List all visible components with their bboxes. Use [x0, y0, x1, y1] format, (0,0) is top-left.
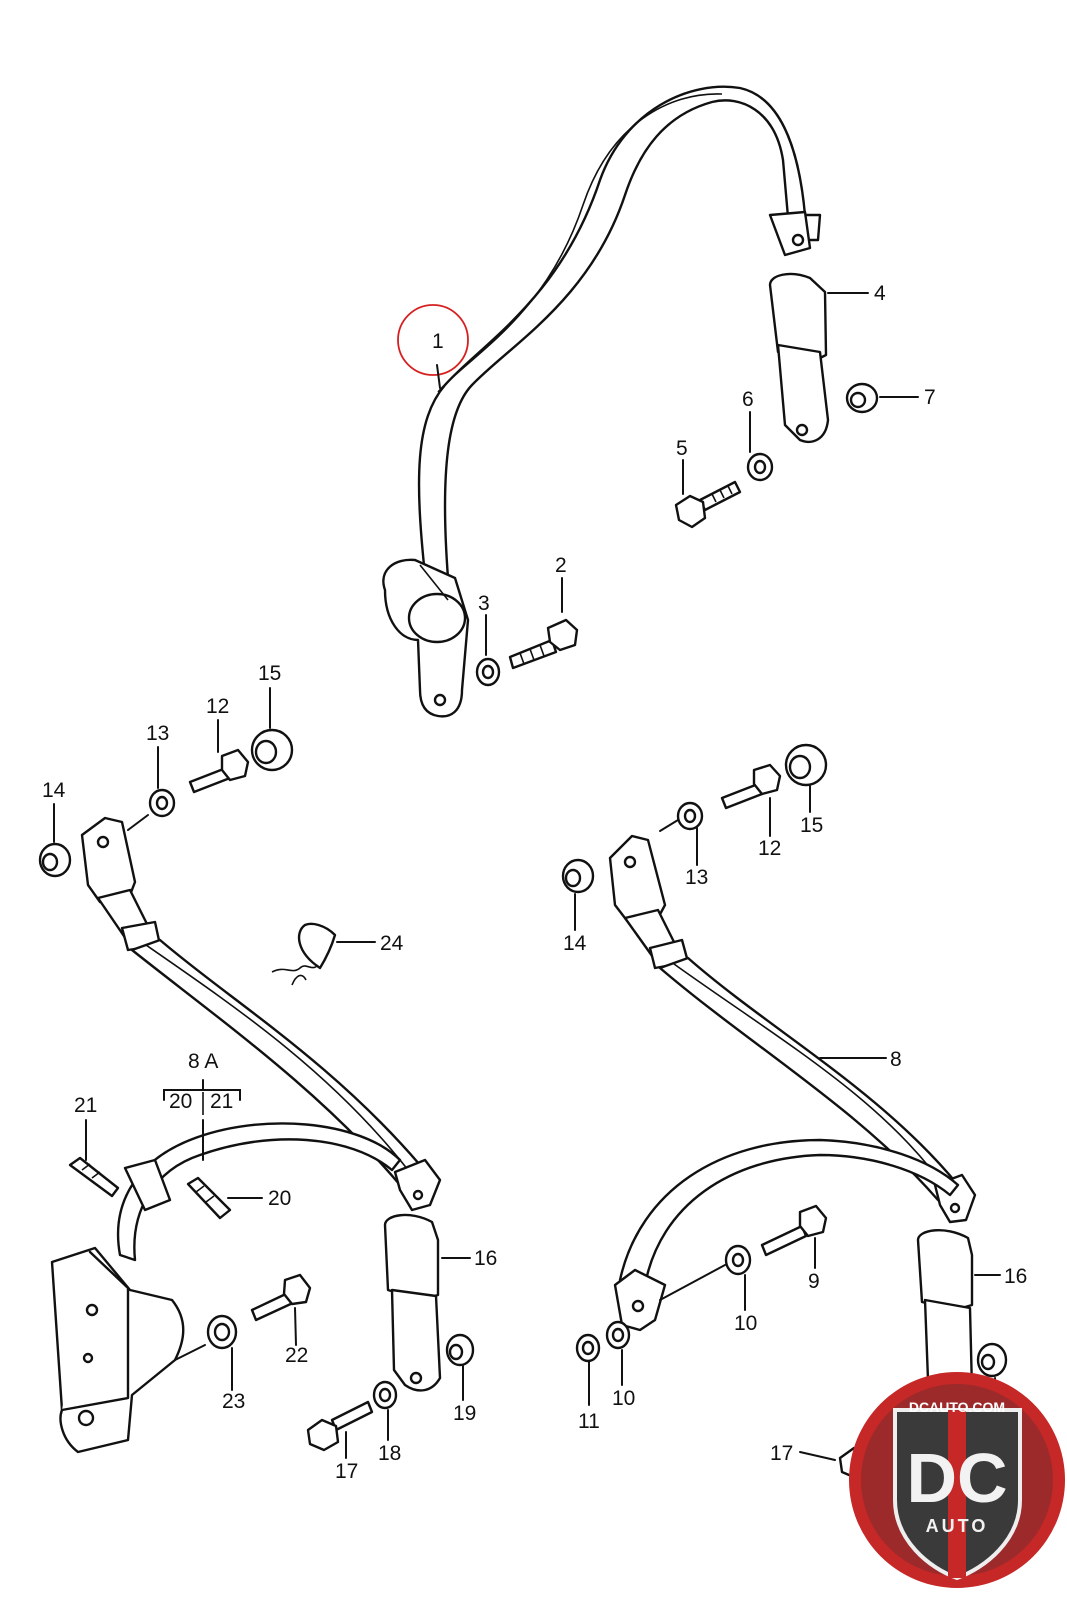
washer-part-6[interactable]	[746, 452, 774, 482]
callout-10-upper: 10	[734, 1312, 757, 1335]
callout-14-left: 14	[42, 779, 66, 802]
callout-14-right: 14	[563, 932, 587, 955]
callout-24: 24	[380, 932, 404, 955]
callout-8a: 8 A	[188, 1050, 218, 1073]
bolt-part-12-right[interactable]	[720, 763, 782, 810]
retractor-left[interactable]	[50, 1122, 402, 1454]
callout-16-right: 16	[1004, 1265, 1027, 1288]
spacer-part-15-right[interactable]	[784, 743, 828, 787]
callout-5: 5	[676, 437, 688, 460]
callout-10-lower: 10	[612, 1387, 635, 1410]
callout-7: 7	[924, 386, 936, 409]
washer-part-18-left[interactable]	[372, 1380, 398, 1410]
callout-15-right: 15	[800, 814, 823, 837]
callout-6: 6	[742, 388, 754, 411]
shoulder-belt-part-1[interactable]	[382, 85, 822, 718]
buckle-tongue-part-4[interactable]	[768, 272, 830, 443]
callout-20: 20	[268, 1187, 291, 1210]
callout-labels: 1 2 3 4 5 6 7 14 13 12 15 24 8 A 20 21 2…	[42, 282, 1027, 1483]
callout-15-left: 15	[258, 662, 281, 685]
callout-8: 8	[890, 1048, 902, 1071]
watermark-letters: DC	[906, 1439, 1007, 1517]
lap-belt-left[interactable]	[80, 816, 442, 1212]
bolt-part-22[interactable]	[250, 1273, 312, 1322]
callout-18-left: 18	[378, 1442, 401, 1465]
bolt-part-2[interactable]	[508, 618, 579, 670]
spacer-part-14-left[interactable]	[38, 842, 72, 878]
tag-part-24[interactable]	[271, 922, 337, 986]
bolt-part-12-left[interactable]	[188, 748, 250, 794]
callout-19-left: 19	[453, 1402, 476, 1425]
buckle-part-16-left[interactable]	[383, 1213, 442, 1392]
washer-part-11[interactable]	[575, 1333, 601, 1363]
clip-part-20[interactable]	[186, 1176, 232, 1220]
callout-16-left: 16	[474, 1247, 497, 1270]
watermark-site: DCAUTO.COM	[909, 1399, 1005, 1415]
washer-part-3[interactable]	[475, 657, 501, 687]
bolt-part-17-left[interactable]	[306, 1400, 374, 1452]
callout-17-left: 17	[335, 1460, 358, 1483]
callout-17-right: 17	[770, 1442, 793, 1465]
watermark-sub: AUTO	[926, 1516, 989, 1536]
clip-part-21[interactable]	[68, 1156, 120, 1198]
highlight-circle	[397, 304, 469, 376]
callout-13-left: 13	[146, 722, 169, 745]
callout-8a-20: 20	[169, 1090, 192, 1113]
bolt-part-9[interactable]	[760, 1204, 828, 1257]
spacer-part-15-left[interactable]	[250, 728, 294, 772]
callout-2: 2	[555, 554, 567, 577]
dcauto-watermark-logo: DCAUTO.COM DC AUTO	[849, 1372, 1065, 1588]
washer-part-13-left[interactable]	[148, 788, 176, 818]
callout-8a-21: 21	[210, 1090, 233, 1113]
spacer-part-19-left[interactable]	[445, 1333, 475, 1367]
callout-1: 1	[432, 330, 444, 353]
callout-4: 4	[874, 282, 886, 305]
spacer-part-7[interactable]	[845, 382, 879, 414]
callout-22: 22	[285, 1344, 308, 1367]
callout-11: 11	[578, 1410, 600, 1433]
callout-9: 9	[808, 1270, 820, 1293]
callout-23: 23	[222, 1390, 245, 1413]
callout-12-left: 12	[206, 695, 229, 718]
callout-12-right: 12	[758, 837, 781, 860]
callout-21: 21	[74, 1094, 97, 1117]
washer-part-13-right[interactable]	[676, 801, 704, 831]
washer-part-23[interactable]	[206, 1314, 238, 1350]
lap-belt-part-8[interactable]	[608, 834, 977, 1332]
washer-part-10-upper[interactable]	[724, 1244, 752, 1276]
leader-lines	[53, 292, 1001, 1461]
spacer-part-19-right[interactable]	[976, 1342, 1008, 1378]
bolt-part-5[interactable]	[674, 480, 742, 529]
callout-3: 3	[478, 592, 490, 615]
callout-13-right: 13	[685, 866, 708, 889]
washer-part-10-lower[interactable]	[605, 1320, 631, 1350]
spacer-part-14-right[interactable]	[561, 858, 595, 894]
